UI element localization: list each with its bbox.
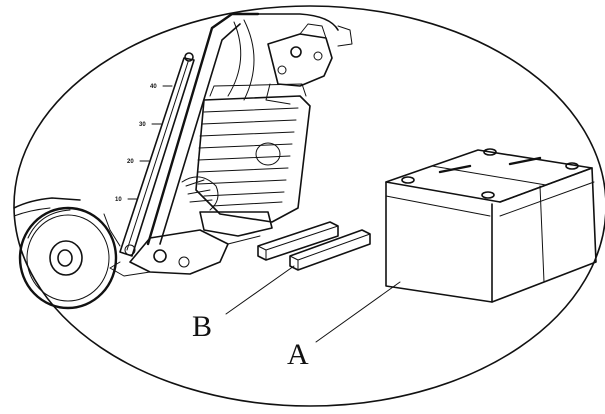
handle-bar — [119, 52, 195, 257]
spacer-upper-edge — [257, 225, 339, 261]
wheel-hub — [49, 240, 83, 276]
column-top — [257, 13, 339, 31]
wheel-outer — [18, 206, 118, 310]
wheel-axle — [57, 249, 73, 267]
battery-label-stripe — [438, 164, 472, 174]
wheel — [18, 206, 118, 310]
battery-terminal — [565, 162, 579, 170]
battery-compartment — [195, 83, 311, 223]
base-bolt — [124, 244, 136, 256]
handle-inner — [126, 61, 189, 251]
body-edge-inner — [13, 207, 51, 217]
spacer-upper — [257, 221, 339, 261]
machine: 40 30 20 10 — [13, 12, 353, 310]
compartment-port — [255, 142, 281, 166]
battery-front-rim — [385, 195, 491, 217]
base-mechanism — [103, 211, 273, 277]
scale-tick-label: 10 — [115, 197, 122, 203]
base-housing — [129, 229, 229, 275]
vignette-ellipse — [13, 5, 605, 407]
base-plate — [199, 211, 273, 237]
battery-pack — [385, 148, 597, 303]
caster — [181, 176, 219, 211]
mechanism-arm — [265, 83, 291, 105]
base-link — [227, 235, 261, 245]
mechanism-housing — [267, 33, 333, 87]
base-bolt — [178, 256, 190, 268]
scale: 40 30 20 10 — [115, 84, 173, 203]
mechanism-knob — [337, 25, 353, 47]
compartment-grille — [197, 107, 299, 207]
column-inner-edge — [159, 23, 241, 245]
battery-side-seam — [539, 185, 545, 283]
battery-terminal — [481, 191, 495, 199]
wheel-fender — [27, 209, 71, 239]
mechanism-bracket — [299, 23, 327, 39]
callout-label-a: A — [287, 338, 309, 371]
top-mechanism — [265, 23, 353, 105]
scale-tick-label: 30 — [139, 122, 146, 128]
compartment-outline — [195, 95, 311, 223]
spacer-blocks — [257, 221, 371, 271]
body-edge — [13, 197, 81, 209]
spacer-lower-edge — [289, 233, 371, 271]
handle-top-cap — [184, 52, 194, 62]
compartment-lid — [209, 83, 307, 97]
wheel-rim — [26, 214, 110, 302]
battery-label-stripe — [508, 156, 542, 166]
leader-line-b — [225, 265, 295, 315]
battery-top-divider — [431, 165, 547, 186]
scale-tick-label: 20 — [127, 159, 134, 165]
mechanism-bolt — [313, 51, 323, 61]
base-link — [103, 213, 121, 247]
base-bolt — [153, 249, 167, 263]
battery-side-rim — [499, 181, 595, 217]
leader-line-a — [315, 281, 401, 343]
spacer-lower — [289, 229, 371, 271]
battery-front — [385, 181, 493, 303]
column-contour — [243, 19, 255, 101]
column-front-edge — [146, 12, 260, 246]
battery-terminal — [401, 176, 415, 184]
main-column — [146, 12, 339, 246]
mechanism-bolt — [290, 46, 302, 58]
mechanism-bolt — [277, 65, 287, 75]
column-contour — [227, 21, 242, 97]
callout-label-b: B — [192, 310, 213, 343]
base-foot — [109, 261, 151, 277]
scale-tick-label: 40 — [150, 84, 157, 90]
battery-terminal — [483, 148, 497, 156]
